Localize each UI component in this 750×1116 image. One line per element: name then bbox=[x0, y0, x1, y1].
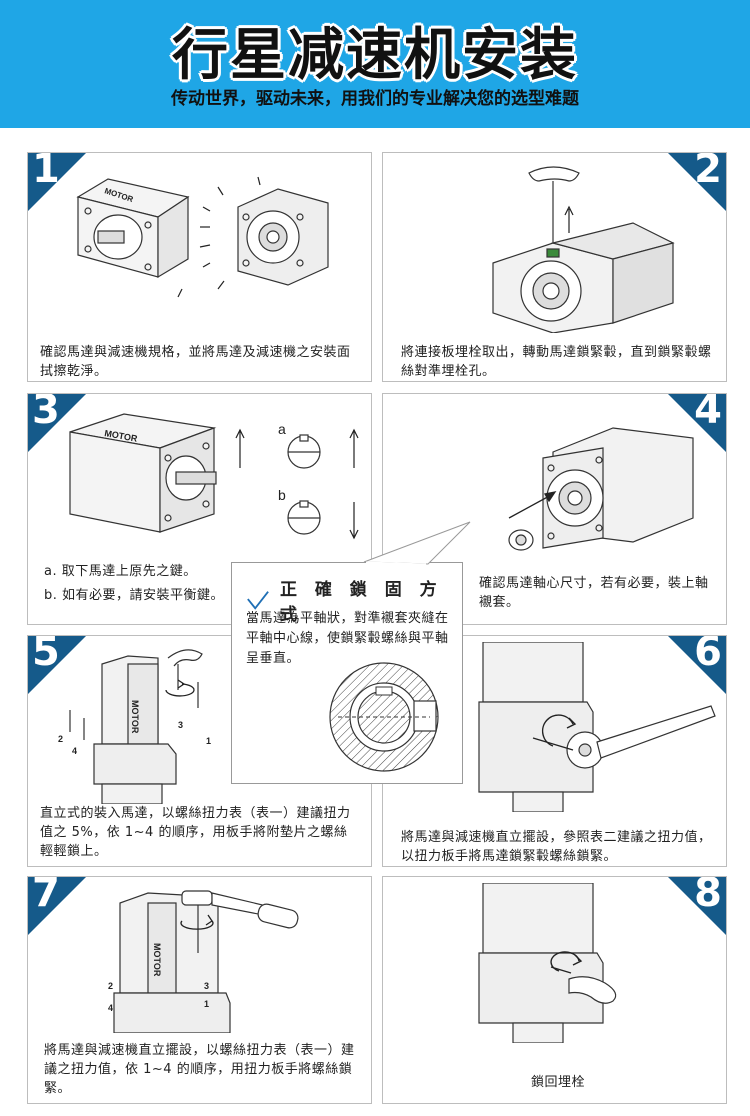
step-badge bbox=[28, 636, 86, 694]
step-badge bbox=[668, 636, 726, 694]
bolt-1-label: 1 bbox=[204, 999, 209, 1009]
motor-and-reducer-illustration: MOTOR bbox=[76, 176, 329, 298]
torque-wrench-bolts-illustration: 2 4 3 1 MOTOR bbox=[108, 890, 299, 1033]
bolt-3-label: 3 bbox=[178, 720, 183, 730]
step-1-panel: 1 MOTOR 確認馬達與減速機規格，並將馬達及減速機之安裝面拭擦乾淨。 bbox=[27, 152, 372, 382]
step-7-caption: 將馬達與減速機直立擺設，以螺絲扭力表（表一）建議之扭力值，依 1~4 的順序，用… bbox=[44, 1043, 355, 1096]
vertical-motor-bolts-illustration: 2 4 3 1 MOTOR bbox=[58, 649, 211, 804]
step-5-caption: 直立式的裝入馬達，以螺絲扭力表（表一）建議扭力值之 5%，依 1~4 的順序，用… bbox=[40, 806, 351, 859]
bolt-2-label: 2 bbox=[58, 734, 63, 744]
bolt-3-label: 3 bbox=[204, 981, 209, 991]
step-number: 7 bbox=[32, 876, 60, 916]
step-number: 3 bbox=[32, 393, 60, 433]
bolt-4-label: 4 bbox=[72, 746, 77, 756]
step-3-panel: 3 MOTOR a b a. 取下馬達上原先之鍵。 b. 如有必要，請安裝平衡鍵… bbox=[27, 393, 372, 625]
step-3-caption-b: b. 如有必要，請安裝平衡鍵。 bbox=[44, 588, 225, 603]
torque-wrench-clamp-illustration bbox=[478, 642, 716, 812]
key-b-label: b bbox=[278, 487, 286, 503]
callout-title: 正 確 鎖 固 方 式 bbox=[279, 580, 443, 625]
step-number: 8 bbox=[694, 876, 722, 916]
motor-label: MOTOR bbox=[130, 700, 140, 734]
callout-header: 正 確 鎖 固 方 式 bbox=[246, 575, 462, 625]
step-8-panel: 8 鎖回埋栓 bbox=[382, 876, 727, 1104]
step-1-caption: 確認馬達與減速機規格，並將馬達及減速機之安裝面拭擦乾淨。 bbox=[40, 345, 351, 379]
bolt-1-label: 1 bbox=[206, 736, 211, 746]
page-subtitle: 传动世界，驱动未来，用我们的专业解决您的选型难题 bbox=[171, 89, 579, 109]
reinsert-plug-illustration bbox=[478, 883, 617, 1043]
step-number: 6 bbox=[694, 635, 722, 675]
shaft-bushing-illustration bbox=[508, 427, 694, 551]
step-4-caption: 確認馬達軸心尺寸，若有必要，裝上軸襯套。 bbox=[479, 576, 709, 610]
check-icon bbox=[247, 591, 269, 610]
step-8-caption: 鎖回埋栓 bbox=[531, 1075, 586, 1090]
step-number: 1 bbox=[32, 152, 60, 192]
key-a-label: a bbox=[278, 421, 286, 437]
page-header: 行星减速机安装 传动世界，驱动未来，用我们的专业解决您的选型难题 bbox=[0, 0, 750, 128]
step-badge bbox=[668, 877, 726, 935]
correct-locking-callout: 正 確 鎖 固 方 式 當馬達為平軸狀，對準襯套夾縫在平軸中心線，使鎖緊轂螺絲與… bbox=[231, 562, 463, 784]
bolt-4-label: 4 bbox=[108, 1003, 113, 1013]
motor-label: MOTOR bbox=[152, 943, 162, 977]
step-6-caption: 將馬達與減速機直立擺設，參照表二建議之扭力值，以扭力板手將馬達鎖緊轂螺絲鎖緊。 bbox=[401, 830, 712, 864]
step-7-panel: 7 2 4 3 1 MOTOR 將馬達與減速機直立擺設，以螺絲扭力表（表一）建議… bbox=[27, 876, 372, 1104]
step-number: 5 bbox=[32, 635, 60, 675]
page-title: 行星减速机安装 bbox=[172, 23, 578, 88]
step-number: 4 bbox=[694, 393, 722, 433]
step-3-caption-a: a. 取下馬達上原先之鍵。 bbox=[44, 564, 197, 579]
motor-key-illustration: MOTOR a b bbox=[69, 413, 359, 540]
step-2-panel: 2 將連接板埋栓取出，轉動馬達鎖緊轂，直到鎖緊轂螺絲對準埋栓孔。 bbox=[382, 152, 727, 382]
step-badge bbox=[668, 153, 726, 211]
callout-body: 當馬達為平軸狀，對準襯套夾縫在平軸中心線，使鎖緊轂螺絲與平軸呈垂直。 bbox=[246, 611, 449, 666]
callout-pointer bbox=[363, 521, 471, 567]
bolt-2-label: 2 bbox=[108, 981, 113, 991]
reducer-with-t-handle-illustration bbox=[492, 166, 675, 333]
step-2-caption: 將連接板埋栓取出，轉動馬達鎖緊轂，直到鎖緊轂螺絲對準埋栓孔。 bbox=[401, 345, 712, 379]
clamp-cross-section-illustration bbox=[329, 662, 439, 772]
step-badge bbox=[28, 153, 86, 211]
step-badge bbox=[28, 877, 86, 935]
step-number: 2 bbox=[694, 152, 722, 192]
